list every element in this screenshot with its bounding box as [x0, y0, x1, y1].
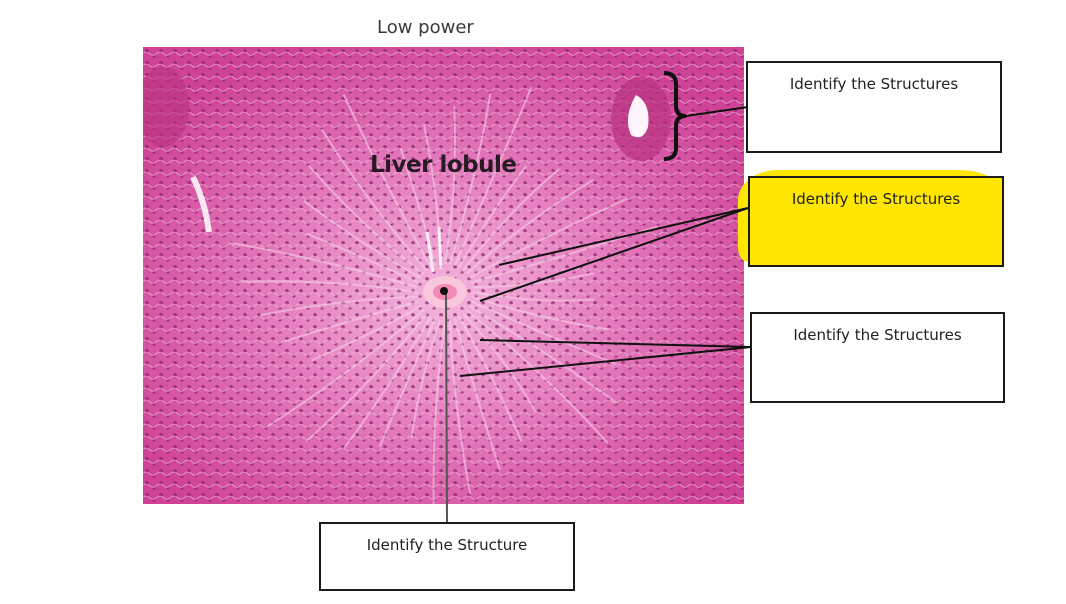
- label-box-bottom[interactable]: Identify the Structure: [319, 522, 575, 591]
- sinusoid-cord: [410, 319, 442, 439]
- sinusoid-cord: [320, 128, 428, 272]
- sinusoid-cord: [260, 295, 418, 317]
- sinusoid-cord: [303, 200, 422, 279]
- sinusoid-cord: [432, 319, 446, 504]
- sinusoid-cord: [448, 92, 492, 265]
- sinusoid-cord: [241, 280, 418, 293]
- sinusoid-cord: [448, 319, 472, 495]
- liver-lobule-label: Liver lobule: [370, 152, 517, 178]
- sinusoid-cord: [307, 164, 425, 275]
- sinusoid-cord: [378, 317, 437, 448]
- label-text-lower-right: Identify the Structures: [793, 326, 962, 344]
- liver-micrograph: [143, 47, 744, 504]
- label-text-middle-right: Identify the Structures: [791, 190, 961, 208]
- sinusoid-cord: [342, 93, 432, 269]
- sinusoid-cord: [399, 148, 437, 266]
- portal-area-left: [143, 67, 189, 147]
- label-box-middle-right[interactable]: Identify the Structures: [748, 176, 1004, 267]
- sinusoid-cord: [444, 106, 456, 265]
- micrograph-svg: [143, 47, 744, 504]
- sinusoid-cord: [267, 309, 425, 427]
- sinusoid-cord: [228, 241, 418, 289]
- figure-heading: Low power: [377, 17, 474, 38]
- label-box-lower-right[interactable]: Identify the Structures: [750, 312, 1005, 403]
- central-vein-branch: [425, 226, 443, 273]
- sinusoid-cord: [453, 318, 501, 471]
- sinusoid-cord: [343, 315, 432, 449]
- label-text-top-right: Identify the Structures: [789, 75, 959, 93]
- portal-vessel-left: [190, 175, 212, 233]
- label-box-top-right[interactable]: Identify the Structures: [746, 61, 1002, 153]
- portal-vein-lumen: [627, 95, 649, 138]
- sinusoid-cord: [305, 312, 428, 443]
- sinusoid-cord: [284, 300, 419, 343]
- label-text-bottom: Identify the Structure: [366, 536, 528, 554]
- sinusoid-cord: [311, 305, 422, 362]
- sinusoid-cord: [453, 87, 533, 267]
- central-vein-lumen: [433, 284, 457, 300]
- sinusoid-cord: [306, 232, 420, 284]
